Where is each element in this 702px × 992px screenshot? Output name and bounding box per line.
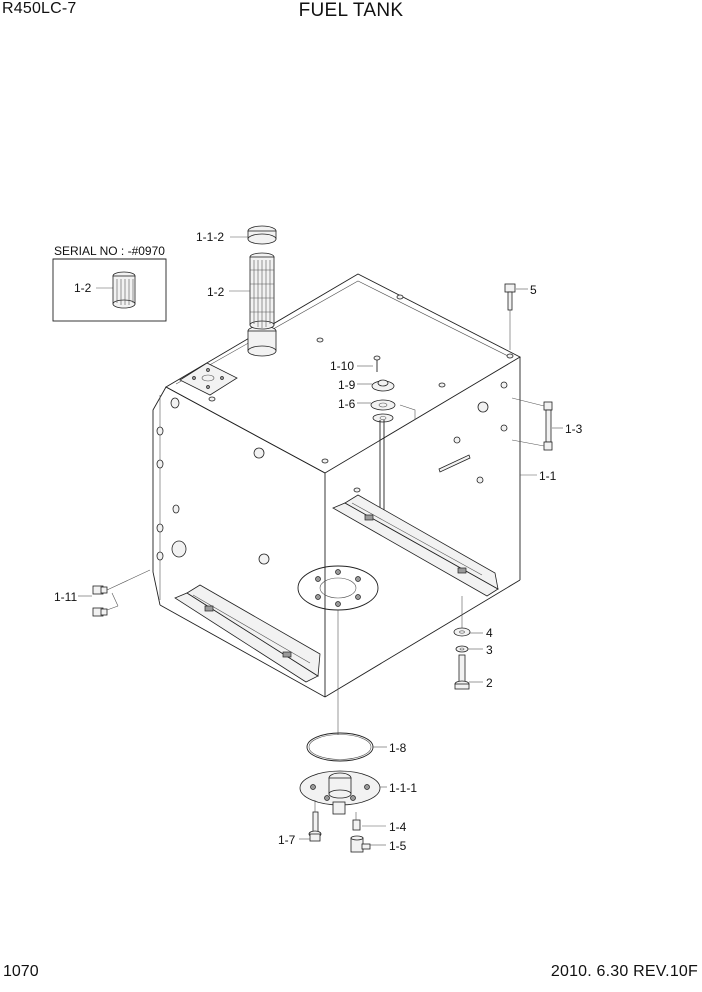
drain-fitting [350, 812, 371, 853]
o-ring [306, 732, 374, 762]
callout-1-1: 1-1 [539, 469, 557, 483]
mount-hardware [453, 596, 471, 690]
serial-inset: SERIAL NO : -#0970 1-2 [52, 244, 167, 322]
bolt-1-7 [308, 800, 322, 842]
drain-cover [299, 770, 381, 815]
callout-1-7: 1-7 [278, 833, 296, 847]
revision-date: 2010. 6.30 REV.10F [550, 963, 698, 980]
strainer [249, 252, 275, 330]
callout-1-5: 1-5 [389, 839, 407, 853]
inset-filter-element [112, 271, 136, 309]
callout-1-6: 1-6 [338, 397, 356, 411]
callout-1-9: 1-9 [338, 378, 356, 392]
callout-1-11: 1-11 [54, 590, 77, 604]
bottom-rail-right [332, 494, 499, 597]
inset-part-label: 1-2 [74, 281, 92, 295]
bottom-rail-left [174, 584, 321, 683]
filler-cap [247, 225, 277, 245]
callout-1-8: 1-8 [389, 741, 407, 755]
filler-neck [247, 325, 277, 357]
page-title: FUEL TANK [298, 0, 404, 21]
callout-5: 5 [530, 283, 537, 297]
callouts: 1-1-2 1-2 5 1-10 1-9 1-6 1-3 1-1 1-11 4 … [54, 230, 583, 853]
side-slot [438, 454, 471, 473]
model-number: R450LC-7 [2, 0, 77, 17]
callout-2: 2 [486, 676, 493, 690]
page-number: 1070 [3, 963, 39, 980]
mounting-plate [179, 362, 238, 396]
level-gauge [511, 397, 553, 451]
plugs-1-11 [92, 569, 151, 617]
callout-1-1-1: 1-1-1 [389, 781, 417, 795]
callout-3: 3 [486, 643, 493, 657]
callout-1-3: 1-3 [565, 422, 583, 436]
callout-1-10: 1-10 [330, 359, 354, 373]
level-sender [370, 355, 416, 512]
callout-1-2: 1-2 [207, 285, 225, 299]
serial-label: SERIAL NO : -#0970 [54, 244, 165, 258]
tank-bosses [156, 294, 514, 565]
bolt-5 [504, 283, 516, 350]
drain-port [297, 565, 379, 735]
callout-4: 4 [486, 626, 493, 640]
callout-1-4: 1-4 [389, 820, 407, 834]
callout-1-1-2: 1-1-2 [196, 230, 224, 244]
